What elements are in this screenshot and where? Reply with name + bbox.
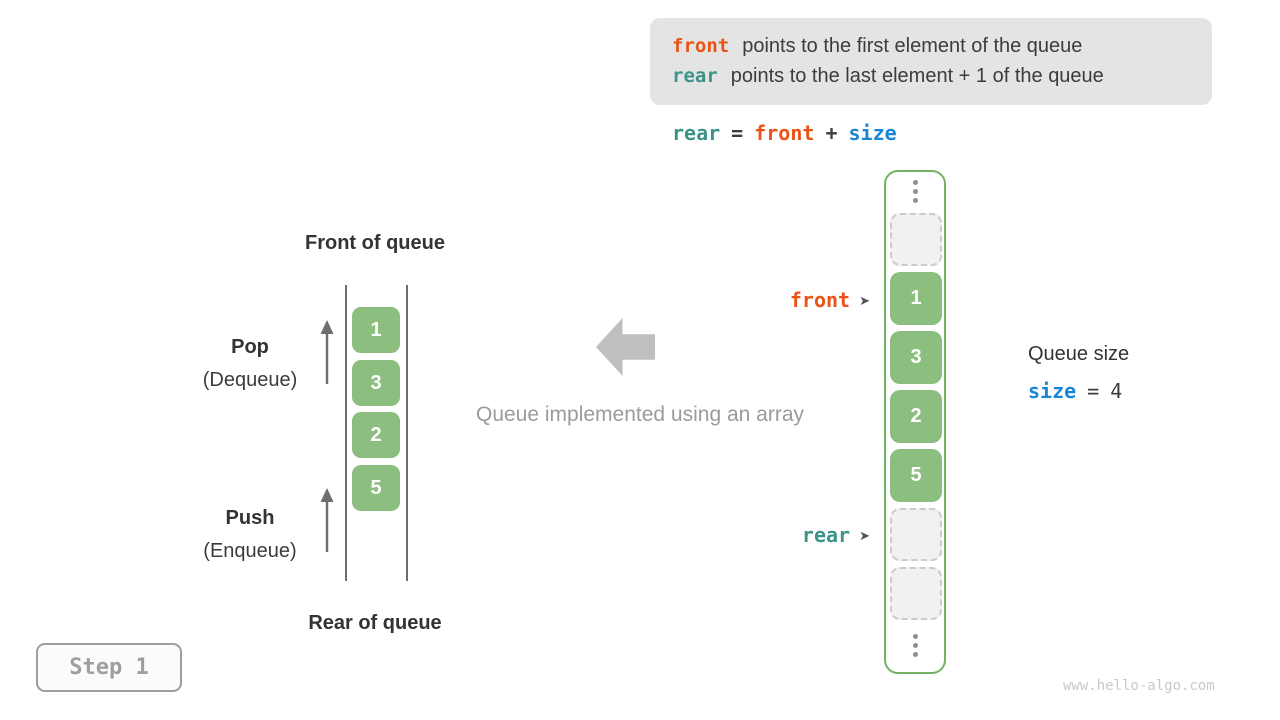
push-label: Push — [225, 507, 275, 529]
rear-description: points to the last element + 1 of the qu… — [730, 65, 1104, 87]
ellipsis-icon — [884, 180, 946, 203]
dequeue-label: (Dequeue) — [202, 369, 298, 391]
pop-label-group: Pop (Dequeue) — [180, 336, 320, 392]
push-arrow-icon — [318, 488, 336, 554]
watermark: www.hello-algo.com — [1063, 678, 1215, 694]
array-cell: 5 — [890, 449, 942, 502]
formula-plus: + — [825, 121, 838, 145]
front-pointer-label: front — [789, 288, 851, 312]
queue-size-title: Queue size — [1028, 343, 1130, 365]
left-block-arrow-icon — [596, 318, 655, 376]
formula-equals: = — [731, 121, 744, 145]
front-keyword: front — [672, 35, 730, 57]
info-line-front: front points to the first element of the… — [672, 35, 1212, 58]
formula-size: size — [848, 121, 897, 145]
rear-pointer-label: rear — [801, 523, 851, 547]
size-variable: size — [1028, 379, 1077, 403]
front-of-queue-label: Front of queue — [305, 232, 445, 254]
push-label-group: Push (Enqueue) — [180, 507, 320, 563]
info-line-rear: rear points to the last element + 1 of t… — [672, 65, 1212, 88]
step-badge: Step 1 — [36, 643, 182, 692]
array-cell-empty — [890, 567, 942, 620]
size-equals: = — [1087, 379, 1100, 403]
pointer-arrow-icon: ➤ — [859, 292, 870, 308]
queue-cell: 5 — [352, 465, 400, 511]
rear-keyword: rear — [672, 65, 718, 87]
queue-cell: 1 — [352, 307, 400, 353]
front-pointer: front ➤ — [740, 287, 870, 313]
formula-front: front — [754, 121, 815, 145]
channel-line-right — [406, 285, 408, 581]
pop-label: Pop — [231, 336, 269, 358]
queue-size-value-row: size = 4 — [1028, 379, 1122, 403]
enqueue-label: (Enqueue) — [203, 540, 297, 562]
array-cell-empty — [890, 213, 942, 266]
channel-line-left — [345, 285, 347, 581]
array-cell-empty — [890, 508, 942, 561]
size-value: 4 — [1110, 379, 1123, 403]
rear-pointer: rear ➤ — [740, 522, 870, 548]
diagram-caption: Queue implemented using an array — [475, 403, 805, 426]
front-description: points to the first element of the queue — [742, 35, 1083, 57]
array-cell: 3 — [890, 331, 942, 384]
pointer-arrow-icon: ➤ — [859, 527, 870, 543]
queue-cell: 3 — [352, 360, 400, 406]
pop-arrow-icon — [318, 320, 336, 386]
rear-of-queue-label: Rear of queue — [308, 612, 442, 634]
array-cell: 2 — [890, 390, 942, 443]
ellipsis-icon — [884, 634, 946, 657]
formula: rear = front + size — [672, 121, 897, 145]
info-box: front points to the first element of the… — [650, 18, 1212, 105]
array-cell: 1 — [890, 272, 942, 325]
queue-cell: 2 — [352, 412, 400, 458]
formula-rear: rear — [672, 121, 721, 145]
